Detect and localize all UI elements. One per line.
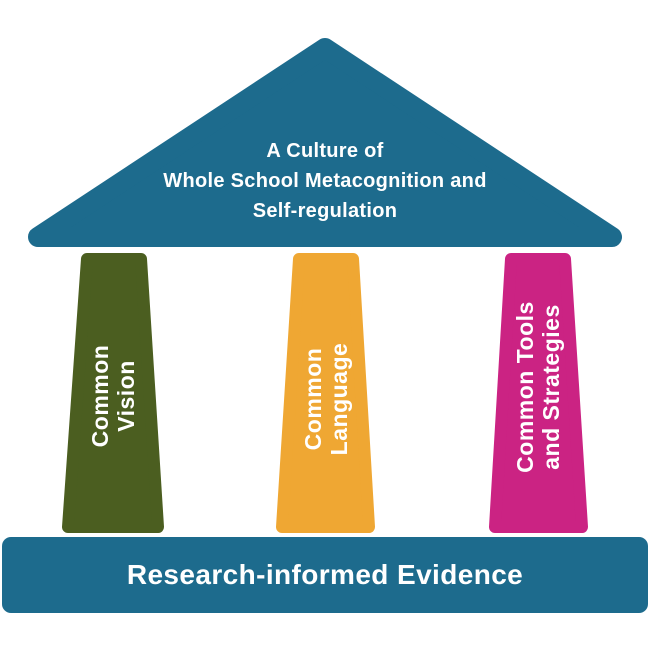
pillar-label-common-vision-line-2: Vision xyxy=(113,360,139,432)
roof-title-line-1: A Culture of xyxy=(266,140,384,162)
pillar-label-common-language-line-2: Language xyxy=(326,342,352,456)
pillar-label-common-tools: Common Tools and Strategies xyxy=(512,301,564,473)
roof-title: A Culture of Whole School Metacognition … xyxy=(0,136,650,226)
pillar-shape-common-vision xyxy=(62,253,164,533)
roof-title-line-2: Whole School Metacognition and xyxy=(163,170,487,192)
base-bar-shape xyxy=(2,537,648,613)
base-bar-label: Research-informed Evidence xyxy=(126,559,524,590)
pillar-label-common-vision-line-1: Common xyxy=(87,344,113,448)
roof-title-line-3: Self-regulation xyxy=(252,200,398,222)
pillar-label-common-vision: Common Vision xyxy=(87,345,139,448)
roof-triangle-shape xyxy=(28,38,622,247)
pillar-label-common-tools-line-2: and Strategies xyxy=(538,304,564,470)
pillar-label-common-language: Common Language xyxy=(300,343,352,456)
pillar-label-common-tools-line-1: Common Tools xyxy=(512,301,538,473)
pillar-label-common-language-line-1: Common xyxy=(300,347,326,451)
pillar-shape-common-tools xyxy=(489,253,588,533)
pillar-shape-common-language xyxy=(276,253,375,533)
